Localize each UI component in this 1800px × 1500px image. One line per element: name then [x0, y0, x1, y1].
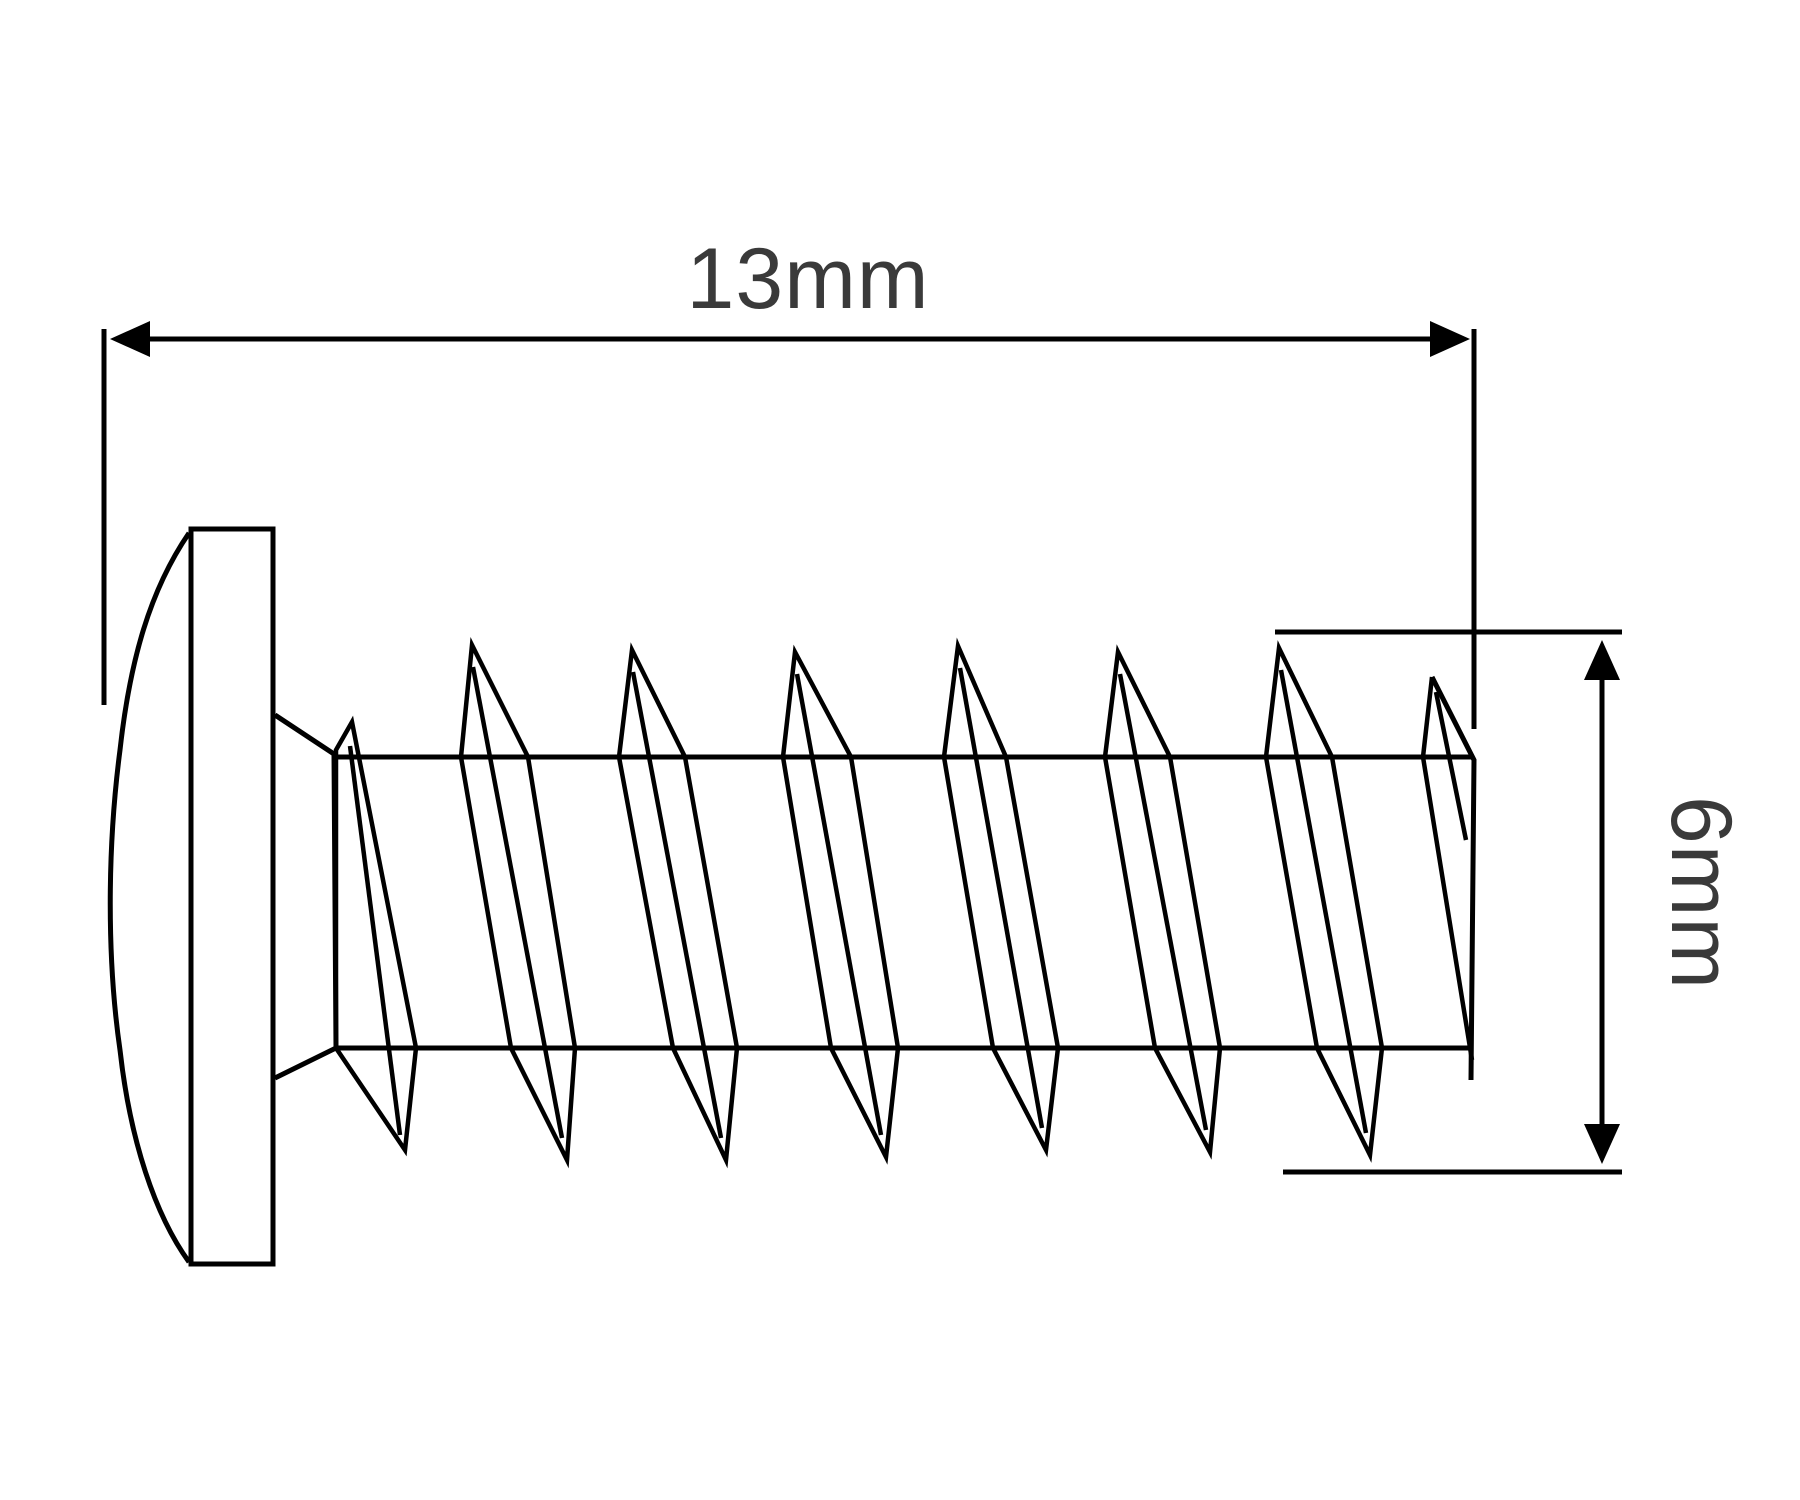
screw-tip	[1429, 675, 1477, 1081]
screw-drawing	[107, 526, 1477, 1267]
length-label: 13mm	[687, 231, 930, 327]
thread	[333, 715, 419, 1157]
screw-neck	[273, 712, 339, 1081]
diameter-label: 6mm	[1653, 796, 1749, 990]
diameter-dimension: 6mm	[1275, 629, 1749, 1175]
arrow-up-icon	[1584, 640, 1620, 680]
screw-head-dome	[107, 531, 192, 1264]
thread	[1102, 644, 1223, 1160]
thread	[458, 637, 578, 1169]
arrow-right-icon	[1430, 321, 1470, 357]
thread	[941, 637, 1061, 1158]
thread	[780, 644, 901, 1165]
thread	[1263, 640, 1385, 1163]
arrow-down-icon	[1584, 1124, 1620, 1164]
thread	[1420, 676, 1475, 1061]
thread	[616, 642, 740, 1169]
arrow-left-icon	[110, 321, 150, 357]
length-dimension: 13mm	[101, 231, 1477, 729]
screw-head-flange	[188, 526, 276, 1267]
